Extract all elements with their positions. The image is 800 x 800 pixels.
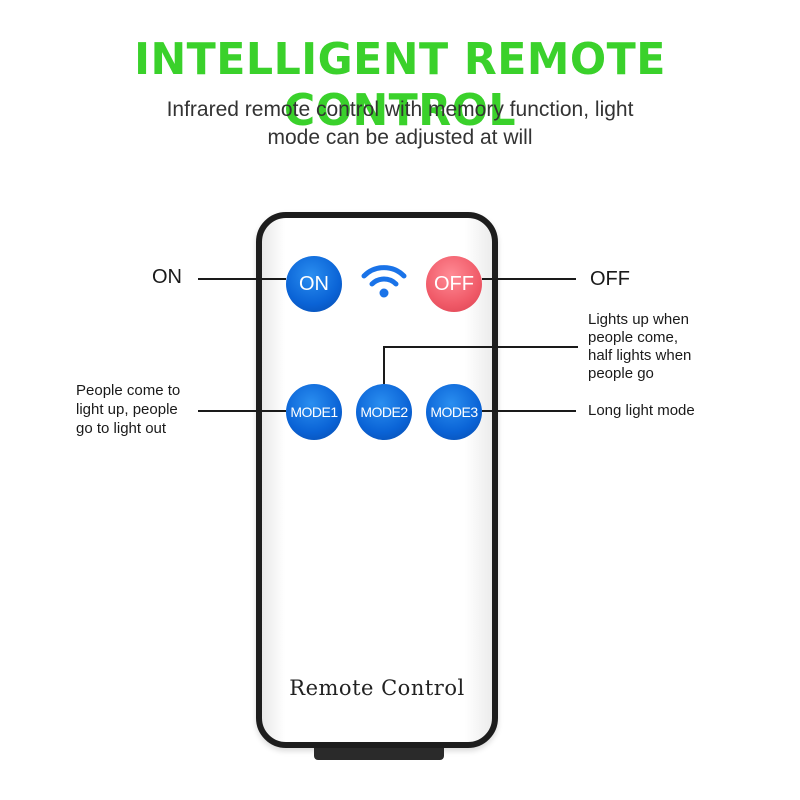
mode1-button[interactable]: MODE1 [286,384,342,440]
mode1-callout-line-3: go to light out [76,420,167,437]
remote-control-label: Remote Control [289,676,465,700]
mode3-callout-line [482,410,576,412]
mode1-callout-line-2: light up, people [76,401,178,418]
mode2-callout-line-4: people go [588,365,654,382]
subtitle-line-2: mode can be adjusted at will [267,126,533,149]
mode2-callout-line-2: people come, [588,329,679,346]
subtitle-line-1: Infrared remote control with memory func… [166,98,634,121]
on-button[interactable]: ON [286,256,342,312]
mode1-callout-line [198,410,286,412]
mode2-callout-line-horizontal [383,346,578,348]
page-title: INTELLIGENT REMOTE CONTROL [134,34,666,136]
mode2-callout-line-3: half lights when [588,347,692,364]
mode1-callout-label: People come to light up, people go to li… [76,381,206,438]
off-callout-label: OFF [590,268,630,290]
wifi-signal-icon [361,265,407,298]
page-subtitle: Infrared remote control with memory func… [110,96,690,152]
mode2-button[interactable]: MODE2 [356,384,412,440]
off-callout-line [482,278,576,280]
on-callout-line [198,278,286,280]
mode1-callout-line-1: People come to [76,382,181,399]
mode2-callout-line-1: Lights up when [588,311,689,328]
mode3-button[interactable]: MODE3 [426,384,482,440]
mode3-callout-label: Long light mode [588,402,695,419]
on-callout-label: ON [152,266,182,288]
remote-control-foot [314,748,444,760]
mode2-callout-label: Lights up when people come, half lights … [588,311,728,383]
off-button[interactable]: OFF [426,256,482,312]
mode2-callout-line-vertical [383,346,385,384]
